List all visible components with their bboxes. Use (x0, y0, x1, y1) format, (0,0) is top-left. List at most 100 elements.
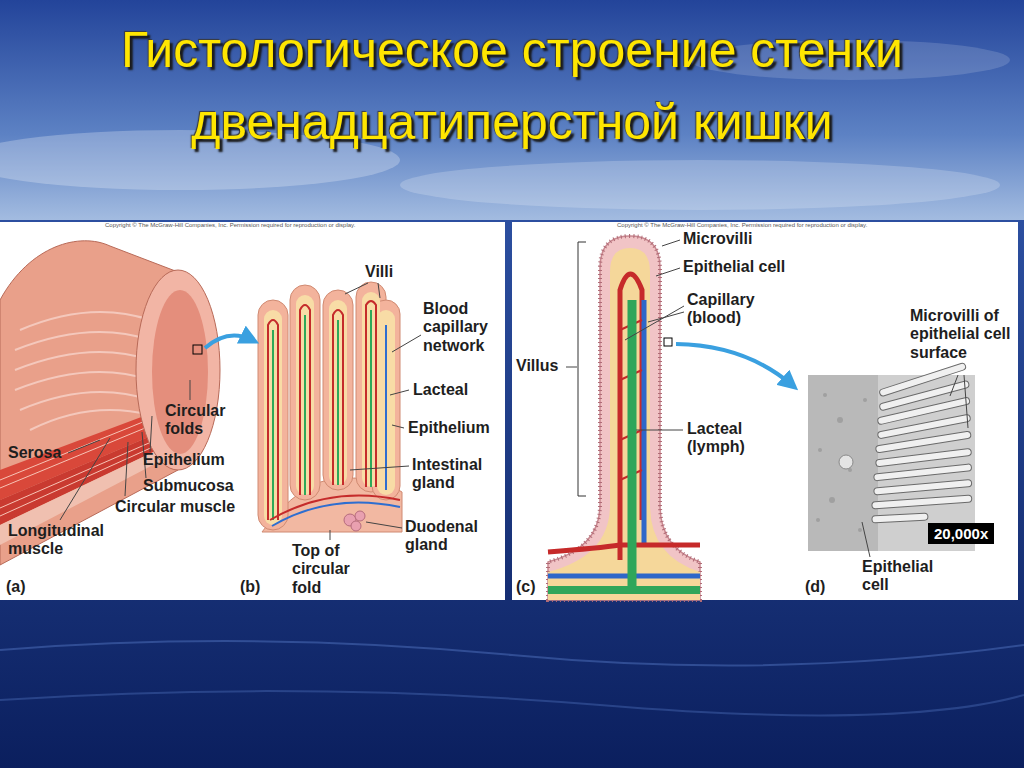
villus (548, 574, 700, 579)
part-label: Longitudinal muscle (8, 522, 118, 559)
intestine-wall (30, 410, 150, 430)
panel-letter: (b) (240, 578, 260, 596)
part-label: Serosa (8, 444, 61, 462)
leader-line (378, 283, 380, 298)
background (0, 0, 1024, 225)
background (0, 691, 1024, 715)
leader-line (862, 522, 870, 557)
copyright-note: Copyright © The McGraw-Hill Companies, I… (617, 222, 867, 229)
part-label: Circular folds (165, 402, 245, 439)
villi (300, 305, 310, 495)
leader-line (68, 440, 100, 453)
intestine-wall (0, 436, 165, 508)
villus (642, 300, 647, 545)
micrograph (816, 393, 867, 532)
leader-line (625, 306, 684, 340)
pointer-arrow (205, 336, 252, 349)
villus (548, 236, 700, 600)
villi (323, 290, 353, 490)
villus (628, 300, 637, 590)
villi (296, 295, 314, 495)
leader-line (150, 416, 152, 452)
villi (304, 315, 306, 495)
leader-line (125, 442, 128, 496)
intestine-wall (136, 270, 220, 470)
copyright-note: Copyright © The McGraw-Hill Companies, I… (105, 222, 355, 229)
leader-line (566, 367, 577, 368)
background (0, 641, 1024, 665)
villus (548, 236, 700, 600)
villi (272, 330, 274, 520)
panel-letter: (c) (516, 578, 536, 596)
intestine-wall (193, 345, 202, 354)
villi (337, 320, 339, 485)
background (400, 160, 1000, 210)
villus (548, 236, 700, 600)
micrograph (863, 398, 867, 402)
leader-line (392, 335, 421, 352)
leader-line (950, 375, 958, 396)
part-label: Intestinal gland (412, 456, 502, 493)
pointer-arrow (205, 336, 792, 386)
villi (344, 511, 365, 531)
part-label: Villus (516, 357, 558, 375)
villi (258, 282, 400, 530)
part-label: Microvilli of epithelial cell surface (910, 307, 1014, 362)
part-label: Epithelial cell (683, 258, 785, 276)
part-label: Epithelium (408, 419, 490, 437)
micrograph (872, 362, 972, 523)
intestine-wall (15, 352, 150, 370)
part-label: Submucosa (143, 477, 234, 495)
leader-line (350, 466, 409, 470)
leader-line (656, 268, 680, 276)
micrograph (816, 518, 820, 522)
intestine-wall (0, 415, 160, 480)
leader-line (964, 375, 968, 428)
part-label: Microvilli (683, 230, 752, 248)
micrograph (839, 455, 853, 469)
leader-line (60, 438, 110, 520)
magnification: 20,000x (928, 523, 994, 544)
micrograph (818, 448, 822, 452)
panel-letter: (a) (6, 578, 26, 596)
part-label: Epithelial cell (862, 558, 952, 595)
part-label: Capillary (blood) (687, 291, 769, 328)
leader-line (345, 283, 368, 294)
villi (258, 282, 402, 532)
leader-line (392, 425, 404, 428)
leader-line (662, 240, 680, 246)
part-label: Blood capillary network (423, 300, 503, 355)
micrograph (808, 375, 878, 551)
villi (355, 511, 365, 521)
villus (548, 586, 700, 594)
leader-line (390, 390, 409, 395)
part-label: Villi (365, 263, 393, 281)
panel (0, 222, 505, 600)
micrograph (872, 513, 928, 523)
part-label: Lacteal (413, 381, 468, 399)
leader-line (330, 530, 331, 540)
leader-line (60, 240, 968, 557)
villi (385, 325, 387, 490)
micrograph (874, 479, 972, 495)
villus (548, 545, 700, 552)
villus (548, 274, 700, 576)
micrograph (837, 417, 843, 423)
micrograph (858, 528, 862, 532)
intestine-wall (20, 312, 150, 330)
villi (290, 285, 320, 500)
intestine-wall (15, 332, 150, 350)
intestine-wall (15, 372, 150, 390)
background (0, 220, 1024, 768)
slide-title: Гистологическое строение стенки двенадца… (20, 14, 1004, 158)
villi (264, 310, 282, 525)
micrograph (823, 393, 827, 397)
intestine-wall (0, 421, 162, 488)
villi (333, 310, 343, 485)
villi (351, 521, 361, 531)
villi (366, 301, 376, 487)
villi (264, 292, 395, 525)
villi (370, 310, 372, 487)
